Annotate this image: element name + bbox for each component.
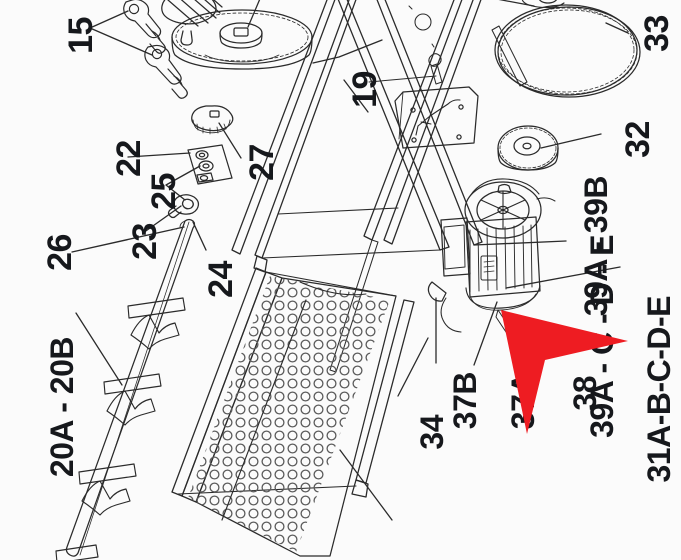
callout-27: 27 — [242, 144, 281, 181]
leader-32 — [540, 133, 602, 149]
callout-26: 26 — [40, 234, 79, 271]
callout-34: 34 — [414, 415, 450, 450]
leader-large-pulley — [247, 0, 261, 28]
callout-22: 22 — [109, 140, 148, 177]
part-mount-plate — [394, 86, 479, 149]
part-22-plate — [187, 144, 233, 185]
callout-37a: 37A — [505, 372, 541, 430]
part-33-belt-ring — [494, 4, 641, 98]
leader-19-fork — [312, 39, 383, 113]
part-large-pulley-disc — [171, 9, 313, 70]
leader-22 — [127, 152, 191, 158]
part-15-bracket-upper — [123, 0, 166, 54]
part-20a-20b-cleats — [55, 297, 186, 560]
leader-31a-e — [505, 266, 621, 289]
leader-26 — [71, 226, 185, 253]
leader-37a — [473, 301, 498, 366]
callout-23: 23 — [125, 223, 164, 260]
leader-34 — [397, 337, 429, 397]
part-26-shaft — [65, 218, 196, 557]
callout-38: 38 — [567, 376, 603, 411]
leader-23 — [142, 205, 182, 234]
callout-24: 24 — [201, 261, 240, 298]
leader-9b — [339, 449, 393, 521]
leader-24 — [192, 221, 207, 251]
part-15-bracket-lower — [144, 44, 188, 99]
part-hatched-disc-clipped — [161, 0, 223, 46]
callout-32: 32 — [618, 121, 657, 158]
callout-25: 25 — [144, 173, 183, 210]
part-27-hub — [191, 105, 234, 135]
callout-20a-20b: 20A - 20B — [44, 337, 80, 478]
callout-33: 33 — [637, 15, 676, 52]
leader-27 — [218, 122, 242, 159]
leader-39a-39b — [473, 240, 567, 246]
part-electric-motor — [427, 178, 556, 348]
callout-37b: 37B — [447, 372, 483, 430]
callout-19: 19 — [345, 71, 384, 108]
part-23-fitting — [167, 194, 200, 219]
part-conveyor-belt-perforated — [181, 271, 397, 557]
part-top-pulley-clipped — [521, 0, 565, 9]
callout-31a-b-c-d-e: 31A-B-C-D-E — [641, 296, 677, 483]
callout-15: 15 — [61, 17, 100, 54]
part-32-pulley — [497, 125, 559, 171]
part-top-right-misc — [368, 5, 528, 87]
leader-25-fork — [165, 165, 201, 201]
leader-20a-20b — [75, 312, 123, 386]
leader-top-pulley — [498, 0, 535, 7]
leader-15 — [89, 10, 153, 56]
leader-33 — [605, 22, 629, 34]
